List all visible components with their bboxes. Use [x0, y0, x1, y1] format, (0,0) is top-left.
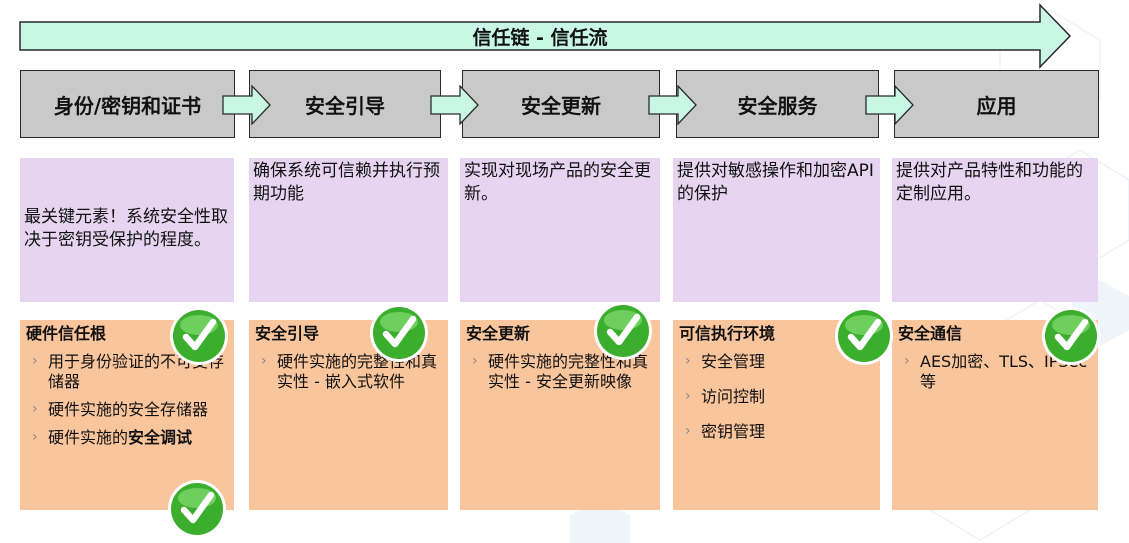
checkmark-icon [835, 307, 893, 365]
flow-arrow-4 [865, 85, 914, 125]
list-item: AES加密、TLS、IPSec等 [898, 351, 1092, 392]
list-item: 硬件实施的安全存储器 [26, 399, 228, 420]
feature-title: 安全通信 [898, 324, 963, 343]
desc-application: 提供对产品特性和功能的定制应用。 [892, 158, 1098, 302]
list-item: 硬件实施的安全调试 [26, 427, 228, 448]
checkmark-icon [594, 302, 652, 360]
checkmark-icon [168, 480, 226, 538]
stage-application: 应用 [894, 70, 1099, 138]
list-item: 访问控制 [679, 386, 874, 407]
stage-security-services: 安全服务 [676, 70, 879, 138]
desc-secure-update: 实现对现场产品的安全更新。 [460, 158, 660, 302]
flow-arrow-3 [648, 85, 697, 125]
stage-secure-boot: 安全引导 [249, 70, 441, 138]
feature-list: 用于身份验证的不可变存储器 硬件实施的安全存储器 硬件实施的安全调试 [26, 351, 228, 448]
checkmark-icon [1042, 307, 1100, 365]
desc-identity-keys-certs: 最关键元素！系统安全性取决于密钥受保护的程度。 [20, 158, 234, 302]
stage-identity-keys-certs: 身份/密钥和证书 [20, 70, 235, 138]
feature-title: 安全更新 [466, 324, 531, 343]
feature-title: 可信执行环境 [679, 324, 776, 343]
feature-title: 硬件信任根 [26, 324, 107, 343]
feature-title: 安全引导 [255, 324, 320, 343]
desc-secure-boot: 确保系统可信赖并执行预期功能 [249, 158, 448, 302]
checkmark-icon [370, 304, 428, 362]
feature-list: 硬件实施的完整性和真实性 - 安全更新映像 [466, 351, 654, 392]
desc-security-services: 提供对敏感操作和加密API的保护 [673, 158, 880, 302]
feature-list: 安全管理 访问控制 密钥管理 [679, 351, 874, 442]
flow-arrow-2 [430, 85, 479, 125]
list-item: 硬件实施的完整性和真实性 - 安全更新映像 [466, 351, 654, 392]
list-item: 安全管理 [679, 351, 874, 372]
stage-secure-update: 安全更新 [462, 70, 660, 138]
list-item: 密钥管理 [679, 421, 874, 442]
feature-hardware-root-of-trust: 硬件信任根 用于身份验证的不可变存储器 硬件实施的安全存储器 硬件实施的安全调试 [20, 320, 234, 510]
feature-list: AES加密、TLS、IPSec等 [898, 351, 1092, 392]
trust-chain-arrow [19, 3, 1072, 69]
checkmark-icon [170, 307, 228, 365]
trust-chain-label: 信任链 - 信任流 [472, 26, 608, 49]
flow-arrow-1 [222, 85, 271, 125]
